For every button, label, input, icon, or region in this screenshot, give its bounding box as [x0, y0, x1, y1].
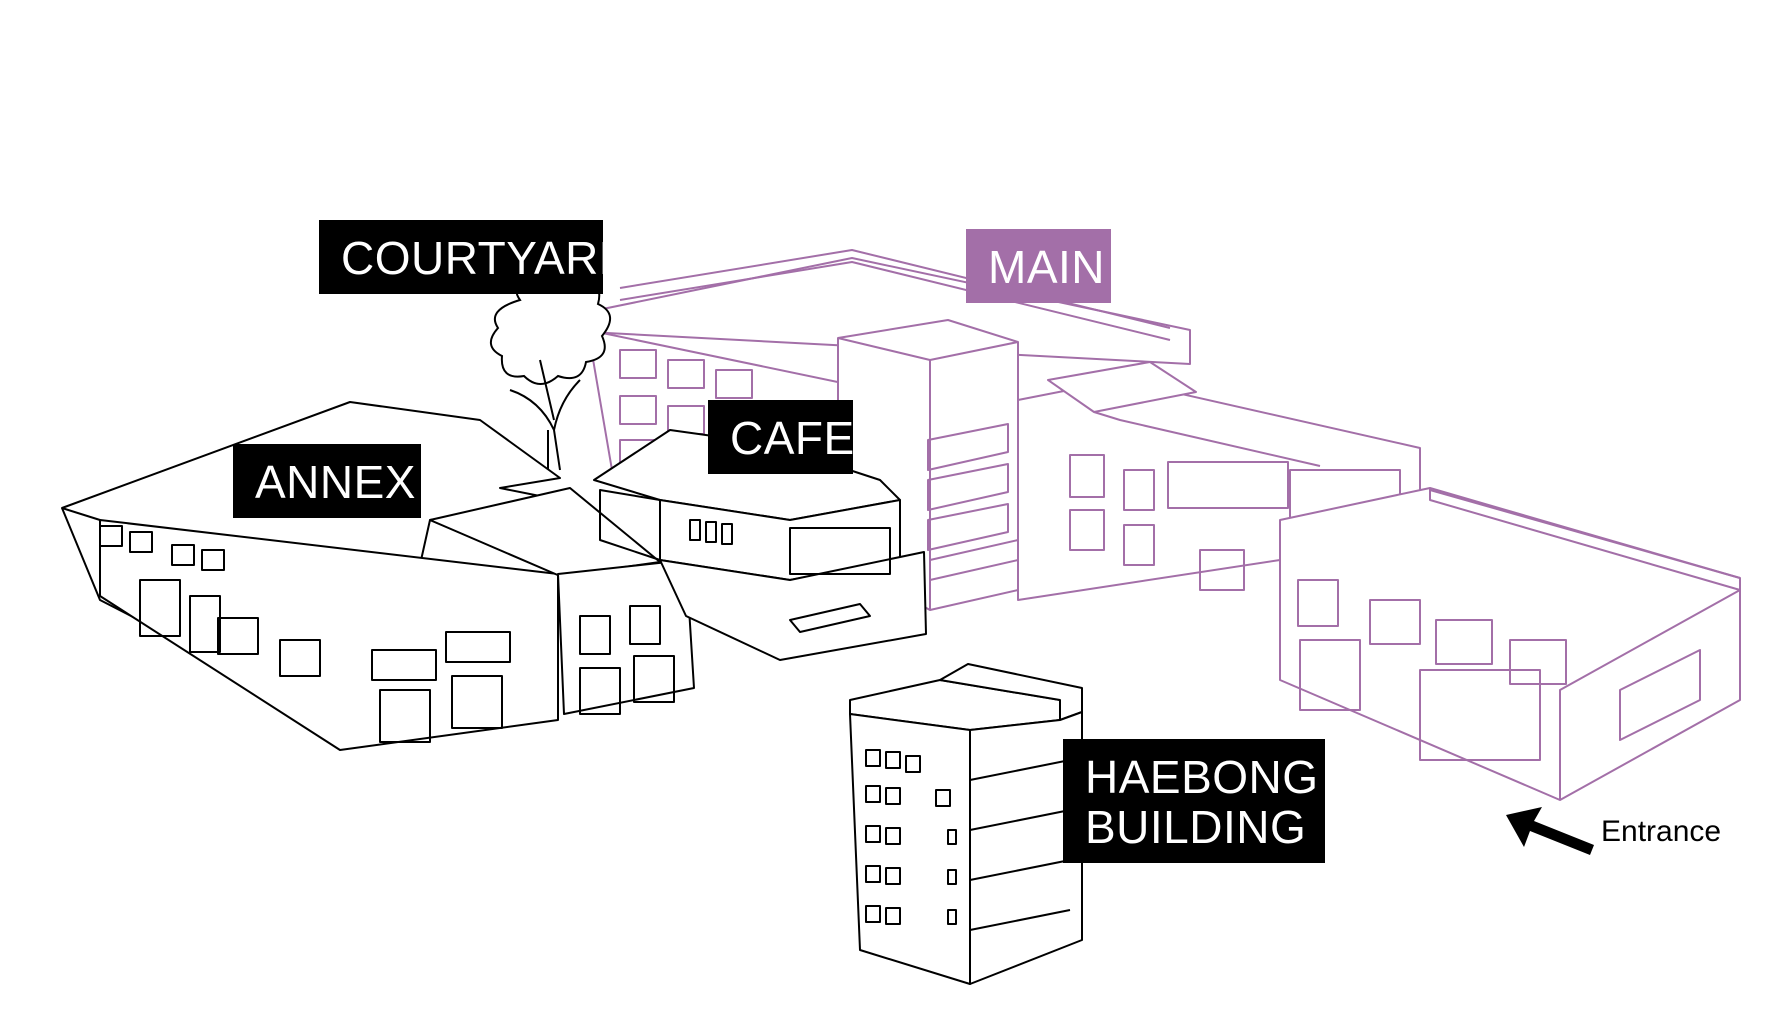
- courtyard-label[interactable]: COURTYARD: [319, 220, 632, 294]
- annex-building[interactable]: [61, 401, 695, 751]
- entrance-label: Entrance: [1601, 815, 1722, 848]
- annex-label[interactable]: ANNEX: [233, 444, 421, 518]
- cafe-building[interactable]: [593, 429, 927, 661]
- entrance-marker[interactable]: Entrance: [1500, 805, 1740, 865]
- haebong-building-label[interactable]: HAEBONG BUILDING: [1063, 739, 1325, 863]
- haebong-label-line2: BUILDING: [1085, 800, 1307, 853]
- haebong-building[interactable]: [849, 663, 1083, 985]
- arrow-up-left-icon: [1506, 807, 1594, 855]
- haebong-label-line1: HAEBONG: [1085, 751, 1319, 803]
- courtyard-tree: [490, 267, 611, 471]
- cafe-label[interactable]: CAFE: [708, 400, 854, 474]
- main-label[interactable]: MAIN: [966, 229, 1111, 303]
